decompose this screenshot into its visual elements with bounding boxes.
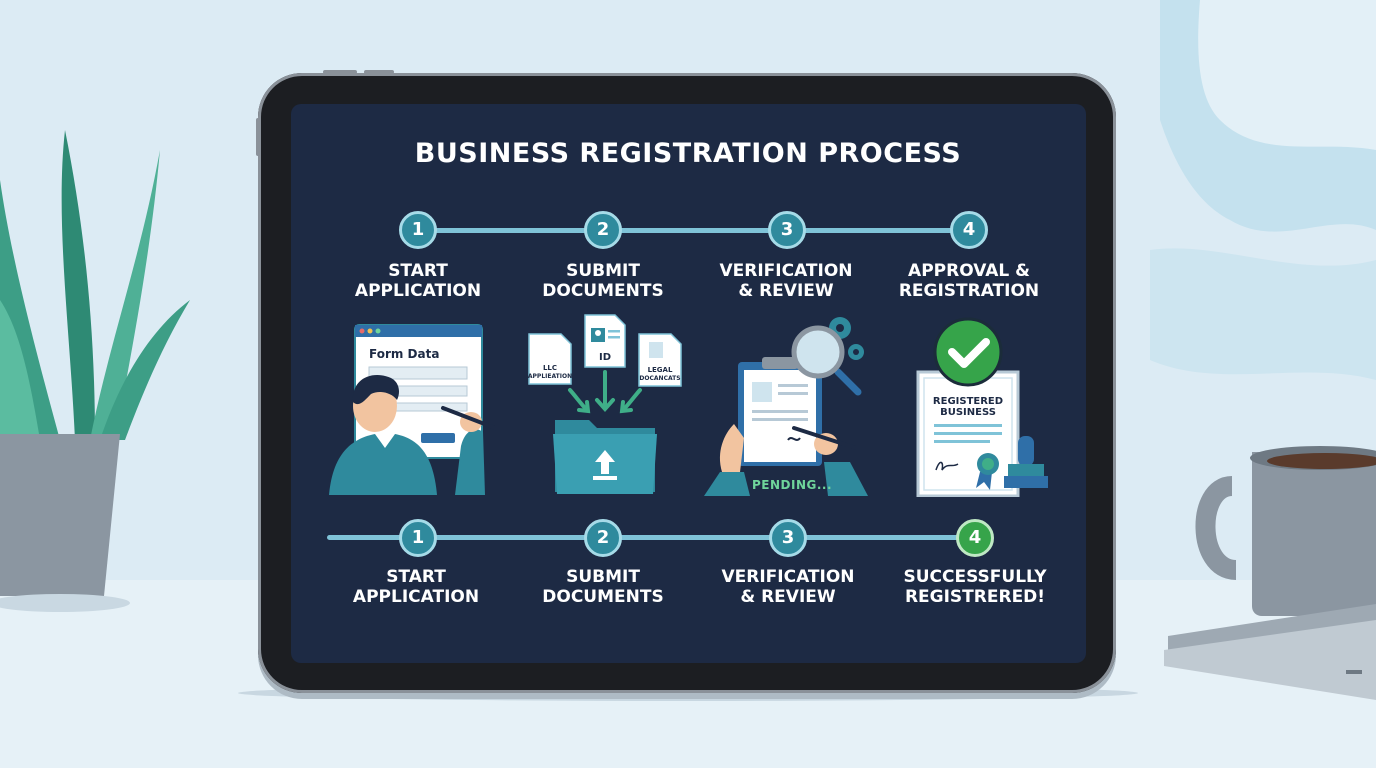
top-step-3-label: VERIFICATION& REVIEW — [719, 261, 853, 301]
checkmark-icon — [933, 317, 1003, 387]
stamp-icon — [1004, 436, 1048, 488]
top-step-1-number[interactable]: 1 — [399, 211, 437, 249]
svg-text:REGISTERED: REGISTERED — [933, 396, 1003, 407]
bottom-step-3-number[interactable]: 3 — [769, 519, 807, 557]
form-title-text: Form Data — [369, 347, 440, 361]
tablet-top-button[interactable] — [323, 70, 357, 74]
bottom-step-3-label: VERIFICATION& REVIEW — [721, 567, 855, 607]
seal-icon — [976, 453, 999, 490]
bottom-step-4-number[interactable]: 4 — [956, 519, 994, 557]
svg-text:DOCANCATS: DOCANCATS — [639, 375, 680, 382]
laptop-icon — [1164, 604, 1376, 700]
bottom-step-1-number[interactable]: 1 — [399, 519, 437, 557]
wall-highlight — [1198, 0, 1376, 150]
svg-text:APPLIEATION: APPLIEATION — [528, 373, 572, 380]
id-document-icon: ID — [584, 314, 626, 368]
tablet-top-button-2[interactable] — [364, 70, 394, 74]
approval-illustration: REGISTERED BUSINESS — [916, 317, 1048, 497]
pending-status-text: PENDING... — [752, 478, 833, 492]
top-step-3-number[interactable]: 3 — [768, 211, 806, 249]
bottom-progress-line — [327, 535, 975, 540]
gear-icon — [829, 317, 864, 360]
documents-illustration: LLC APPLIEATION ID LEGAL DOCANCATS — [528, 314, 682, 494]
llc-document-icon: LLC APPLIEATION — [528, 333, 572, 385]
plant-icon — [0, 130, 190, 440]
folder-upload-icon — [553, 420, 657, 494]
svg-text:LLC: LLC — [543, 364, 557, 372]
mug-icon — [1195, 446, 1376, 616]
svg-text:ID: ID — [599, 352, 611, 363]
tablet-side-button[interactable] — [256, 118, 260, 156]
top-step-4-label: APPROVAL &REGISTRATION — [898, 261, 1040, 301]
pot-shadow — [0, 594, 130, 612]
wall-shape-2 — [1150, 248, 1376, 380]
plant-pot — [0, 434, 120, 596]
down-arrows-icon — [568, 370, 642, 414]
form-illustration — [329, 324, 497, 495]
top-step-4-number[interactable]: 4 — [950, 211, 988, 249]
top-progress-line — [418, 228, 968, 233]
page-title: BUSINESS REGISTRATION PROCESS — [414, 138, 962, 169]
legal-document-icon: LEGAL DOCANCATS — [638, 333, 682, 387]
bottom-step-2-number[interactable]: 2 — [584, 519, 622, 557]
svg-text:BUSINESS: BUSINESS — [940, 407, 996, 418]
top-step-2-number[interactable]: 2 — [584, 211, 622, 249]
magnifier-icon — [791, 325, 862, 396]
svg-text:LEGAL: LEGAL — [648, 366, 673, 374]
verification-illustration — [704, 317, 868, 496]
